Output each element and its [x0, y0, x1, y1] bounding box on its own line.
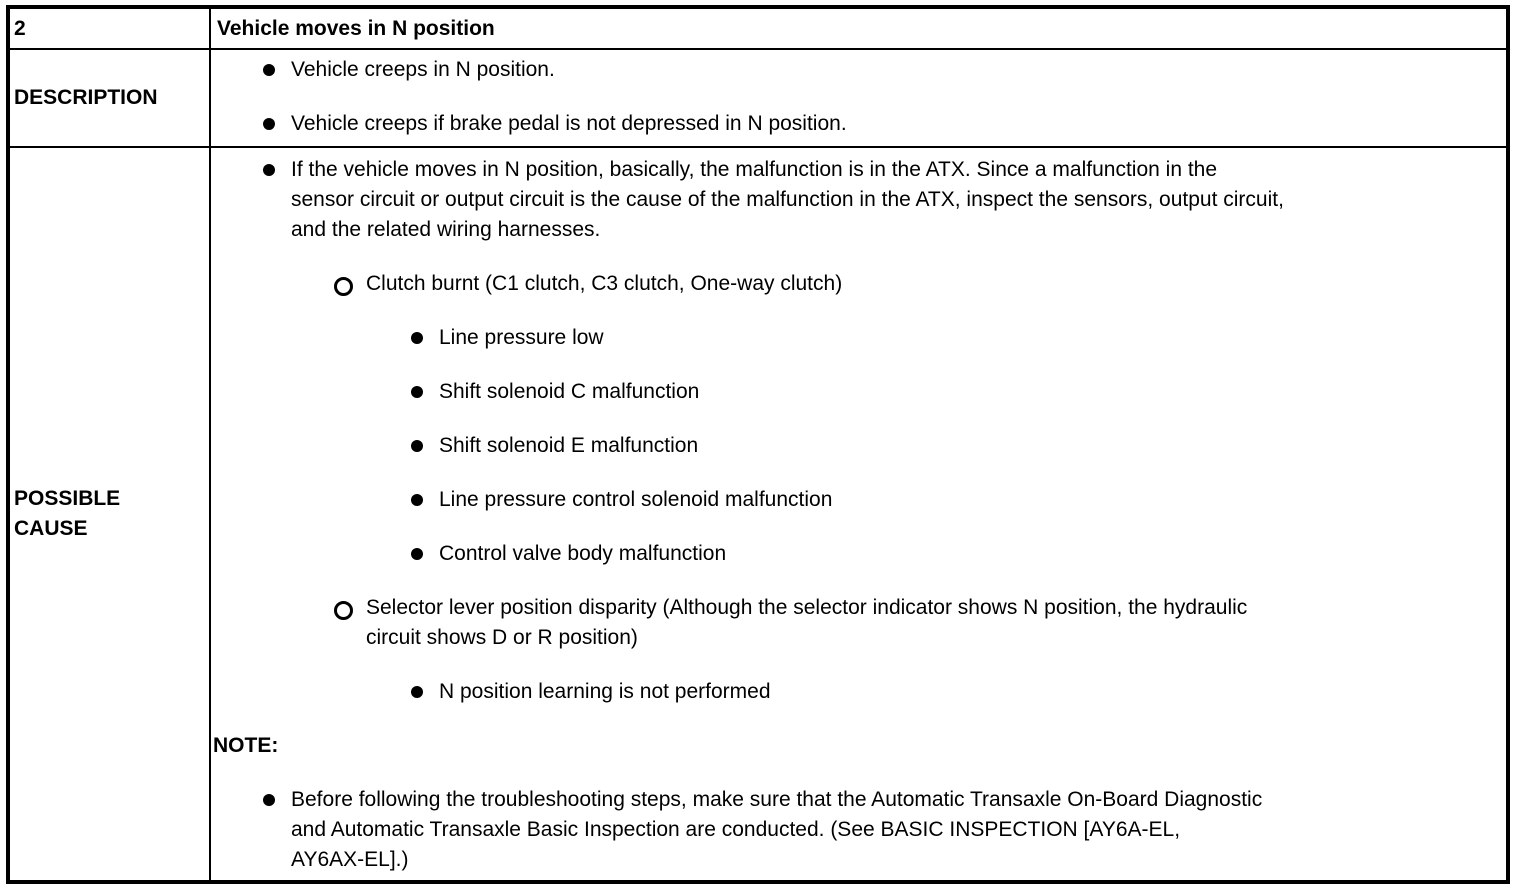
cause-detail-item: Shift solenoid E malfunction — [212, 431, 1506, 461]
cause-item-selector-disparity: Selector lever position disparity (Altho… — [212, 593, 1506, 653]
bullet-circle-icon — [334, 593, 366, 620]
cause-detail-text: Control valve body malfunction — [439, 542, 727, 565]
cause-detail-text: N position learning is not performed — [439, 680, 771, 703]
note-item-text: Before following the troubleshooting ste… — [291, 788, 1263, 871]
cause-detail-text: Line pressure control solenoid malfuncti… — [439, 488, 833, 511]
cause-detail-item: Shift solenoid C malfunction — [212, 377, 1506, 407]
cause-detail-item: N position learning is not performed — [212, 677, 1506, 707]
note-item: Before following the troubleshooting ste… — [212, 785, 1506, 875]
note-label: NOTE: — [213, 734, 279, 757]
cause-detail-item: Line pressure low — [212, 323, 1506, 353]
bullet-dot-icon — [263, 109, 291, 130]
description-item-text: Vehicle creeps in N position. — [291, 58, 555, 81]
cause-detail-item: Control valve body malfunction — [212, 539, 1506, 569]
cause-intro-item: If the vehicle moves in N position, basi… — [212, 155, 1506, 245]
bullet-dot-icon — [263, 785, 291, 806]
bullet-dot-icon — [411, 323, 439, 344]
possible-cause-row: POSSIBLE CAUSE If the vehicle moves in N… — [7, 146, 1509, 883]
possible-cause-label: POSSIBLE CAUSE — [14, 487, 121, 540]
cause-detail-text: Shift solenoid E malfunction — [439, 434, 699, 457]
cause-item-clutch-burnt: Clutch burnt (C1 clutch, C3 clutch, One-… — [212, 269, 1506, 299]
symptom-header-row: 2 Vehicle moves in N position — [7, 6, 1509, 50]
bullet-dot-icon — [411, 539, 439, 560]
bullet-dot-icon — [263, 155, 291, 176]
bullet-dot-icon — [411, 431, 439, 452]
bullet-dot-icon — [263, 55, 291, 76]
cause-detail-item: Line pressure control solenoid malfuncti… — [212, 485, 1506, 515]
bullet-dot-icon — [411, 377, 439, 398]
description-row: DESCRIPTION Vehicle creeps in N position… — [7, 48, 1509, 148]
description-label-cell: DESCRIPTION — [7, 48, 211, 148]
cause-detail-text: Shift solenoid C malfunction — [439, 380, 700, 403]
symptom-troubleshooting-table: 2 Vehicle moves in N position DESCRIPTIO… — [6, 5, 1510, 884]
bullet-dot-icon — [411, 485, 439, 506]
symptom-title-cell: Vehicle moves in N position — [209, 6, 1509, 50]
possible-cause-content-cell: If the vehicle moves in N position, basi… — [209, 146, 1509, 883]
description-content-cell: Vehicle creeps in N position. Vehicle cr… — [209, 48, 1509, 148]
cause-intro-text: If the vehicle moves in N position, basi… — [291, 158, 1284, 241]
description-label: DESCRIPTION — [14, 86, 158, 109]
description-item: Vehicle creeps in N position. — [212, 55, 1506, 85]
description-item: Vehicle creeps if brake pedal is not dep… — [212, 109, 1506, 139]
bullet-circle-icon — [334, 269, 366, 296]
cause-item-text: Selector lever position disparity (Altho… — [366, 596, 1248, 649]
description-item-text: Vehicle creeps if brake pedal is not dep… — [291, 112, 847, 135]
bullet-dot-icon — [411, 677, 439, 698]
symptom-number-cell: 2 — [7, 6, 211, 50]
cause-detail-text: Line pressure low — [439, 326, 604, 349]
possible-cause-label-cell: POSSIBLE CAUSE — [7, 146, 211, 883]
cause-item-text: Clutch burnt (C1 clutch, C3 clutch, One-… — [366, 272, 843, 295]
